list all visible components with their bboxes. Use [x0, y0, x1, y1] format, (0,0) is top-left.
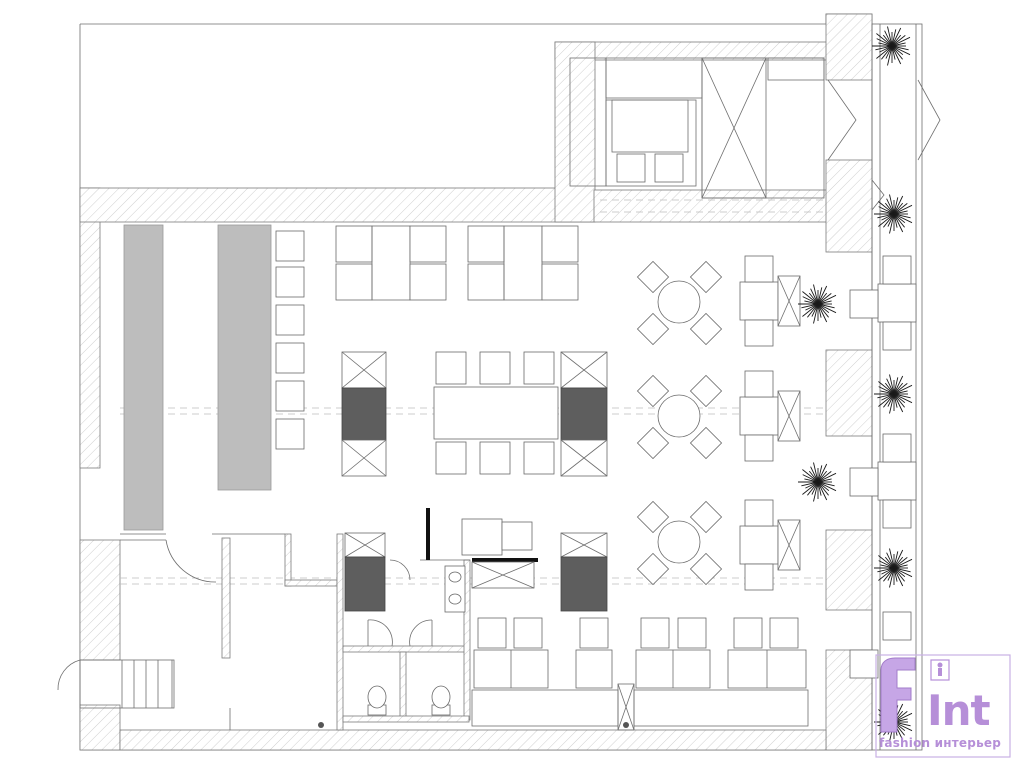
- round-table-1: [636, 260, 723, 346]
- kitchen-area: [569, 57, 825, 199]
- bar-counters: [120, 224, 272, 535]
- terrace-tables: [827, 79, 941, 679]
- bar-stools: [275, 230, 305, 450]
- round-tables: [636, 260, 723, 586]
- round-table-3: [636, 500, 723, 586]
- round-table-2: [636, 374, 723, 460]
- bar-counter-right: [217, 224, 272, 491]
- palm-plant-icon: [798, 284, 837, 324]
- service-zone: [57, 508, 538, 731]
- bottom-booths: [471, 617, 809, 731]
- toilet-icon: [367, 685, 387, 716]
- toilet-icon: [431, 685, 451, 716]
- logo-wordmark: Int: [927, 686, 991, 735]
- logo-tagline: fashion интерьер: [879, 736, 1001, 750]
- brand-logo: Int fashion интерьер: [875, 654, 1011, 758]
- palm-plant-icon: [874, 548, 913, 588]
- top-seating: [335, 225, 579, 301]
- palm-plant-icon: [874, 194, 913, 234]
- sink-icon: [444, 565, 466, 613]
- walls: [79, 13, 923, 751]
- square-tables-right: [739, 255, 801, 591]
- banquet-table: [433, 351, 559, 475]
- palm-plant-icon: [874, 374, 913, 414]
- palm-plant-icon: [798, 462, 837, 502]
- center-columns: [341, 351, 608, 612]
- palm-plant-icon: [872, 26, 911, 66]
- bar-counter-left: [123, 224, 164, 531]
